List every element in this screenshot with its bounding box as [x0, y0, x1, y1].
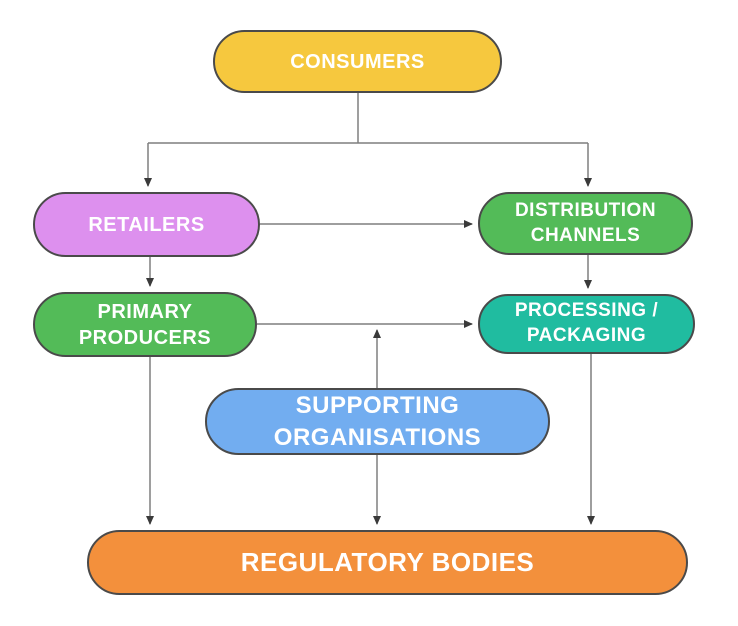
node-consumers-label: CONSUMERS	[290, 50, 425, 73]
node-processing-packaging: PROCESSING / PACKAGING	[478, 294, 695, 354]
node-primary-producers: PRIMARY PRODUCERS	[33, 292, 257, 357]
node-distribution-channels: DISTRIBUTION CHANNELS	[478, 192, 693, 255]
node-supporting-organisations: SUPPORTING ORGANISATIONS	[205, 388, 550, 455]
node-processing-packaging-label: PROCESSING / PACKAGING	[514, 300, 659, 346]
node-primary-producers-label: PRIMARY PRODUCERS	[78, 300, 212, 349]
node-retailers: RETAILERS	[33, 192, 260, 257]
node-consumers: CONSUMERS	[213, 30, 502, 93]
node-regulatory-bodies: REGULATORY BODIES	[87, 530, 688, 595]
node-regulatory-bodies-label: REGULATORY BODIES	[240, 546, 535, 577]
node-supporting-organisations-label: SUPPORTING ORGANISATIONS	[273, 392, 482, 451]
node-distribution-channels-label: DISTRIBUTION CHANNELS	[514, 199, 657, 246]
node-retailers-label: RETAILERS	[88, 213, 205, 236]
